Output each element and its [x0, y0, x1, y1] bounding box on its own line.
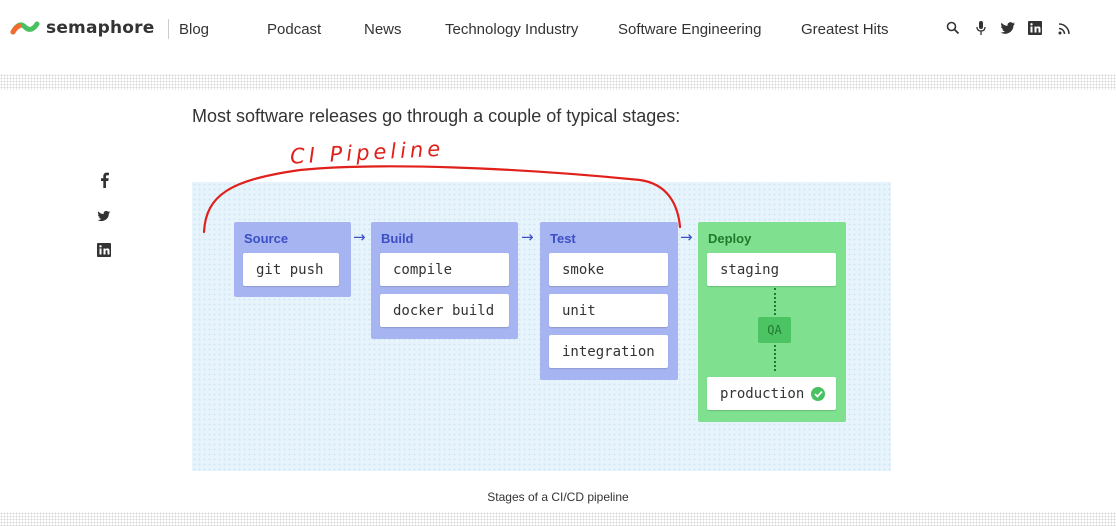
annotation-text: CI Pipeline — [290, 137, 445, 169]
semaphore-logo-icon — [10, 21, 40, 35]
stage-source: Source git push — [234, 222, 351, 297]
nav-software-engineering[interactable]: Software Engineering — [618, 21, 762, 38]
step-chip: unit — [549, 294, 668, 327]
stage-title: Build — [381, 231, 414, 246]
nav-blog[interactable]: Blog — [179, 21, 210, 38]
logo-divider — [168, 19, 169, 39]
connector-line — [774, 288, 776, 315]
twitter-icon[interactable] — [1000, 19, 1016, 37]
stage-test: Test smoke unit integration — [540, 222, 678, 380]
nav-podcast[interactable]: Podcast — [267, 21, 322, 38]
footer-separator — [0, 512, 1116, 526]
search-icon[interactable] — [945, 19, 961, 37]
check-circle-icon — [811, 386, 826, 401]
stage-title: Test — [550, 231, 576, 246]
figure-caption: Stages of a CI/CD pipeline — [487, 490, 629, 504]
rss-icon[interactable] — [1056, 19, 1072, 37]
arrow-right-icon: → — [680, 228, 693, 246]
microphone-icon[interactable] — [973, 19, 989, 37]
stage-build: Build compile docker build — [371, 222, 518, 339]
step-chip-staging: staging — [707, 253, 836, 286]
production-label: production — [720, 385, 805, 402]
semaphore-logo[interactable]: semaphore — [10, 17, 155, 39]
stage-title: Deploy — [708, 231, 752, 246]
pipeline-figure: Source git push → Build compile docker b… — [192, 182, 891, 471]
qa-gate: QA — [758, 317, 791, 343]
step-chip: integration — [549, 335, 668, 368]
linkedin-icon[interactable] — [97, 242, 111, 258]
connector-line — [774, 345, 776, 371]
nav-news[interactable]: News — [364, 21, 402, 38]
linkedin-icon[interactable] — [1027, 19, 1043, 37]
facebook-icon[interactable] — [97, 172, 111, 188]
arrow-right-icon: → — [353, 228, 366, 246]
step-chip: compile — [380, 253, 509, 286]
stage-deploy: Deploy staging QA production — [698, 222, 846, 422]
article-intro: Most software releases go through a coup… — [192, 106, 681, 126]
arrow-right-icon: → — [521, 228, 534, 246]
step-chip-production: production — [707, 377, 836, 410]
step-chip: smoke — [549, 253, 668, 286]
stage-title: Source — [244, 231, 289, 246]
nav-greatest-hits[interactable]: Greatest Hits — [801, 21, 889, 38]
twitter-icon[interactable] — [97, 208, 111, 224]
nav-technology-industry[interactable]: Technology Industry — [445, 21, 579, 38]
site-header: semaphore Blog Podcast News Technology I… — [0, 0, 1116, 58]
step-chip: docker build — [380, 294, 509, 327]
brand-name: semaphore — [46, 18, 155, 38]
step-chip: git push — [243, 253, 339, 286]
header-separator — [0, 74, 1116, 90]
